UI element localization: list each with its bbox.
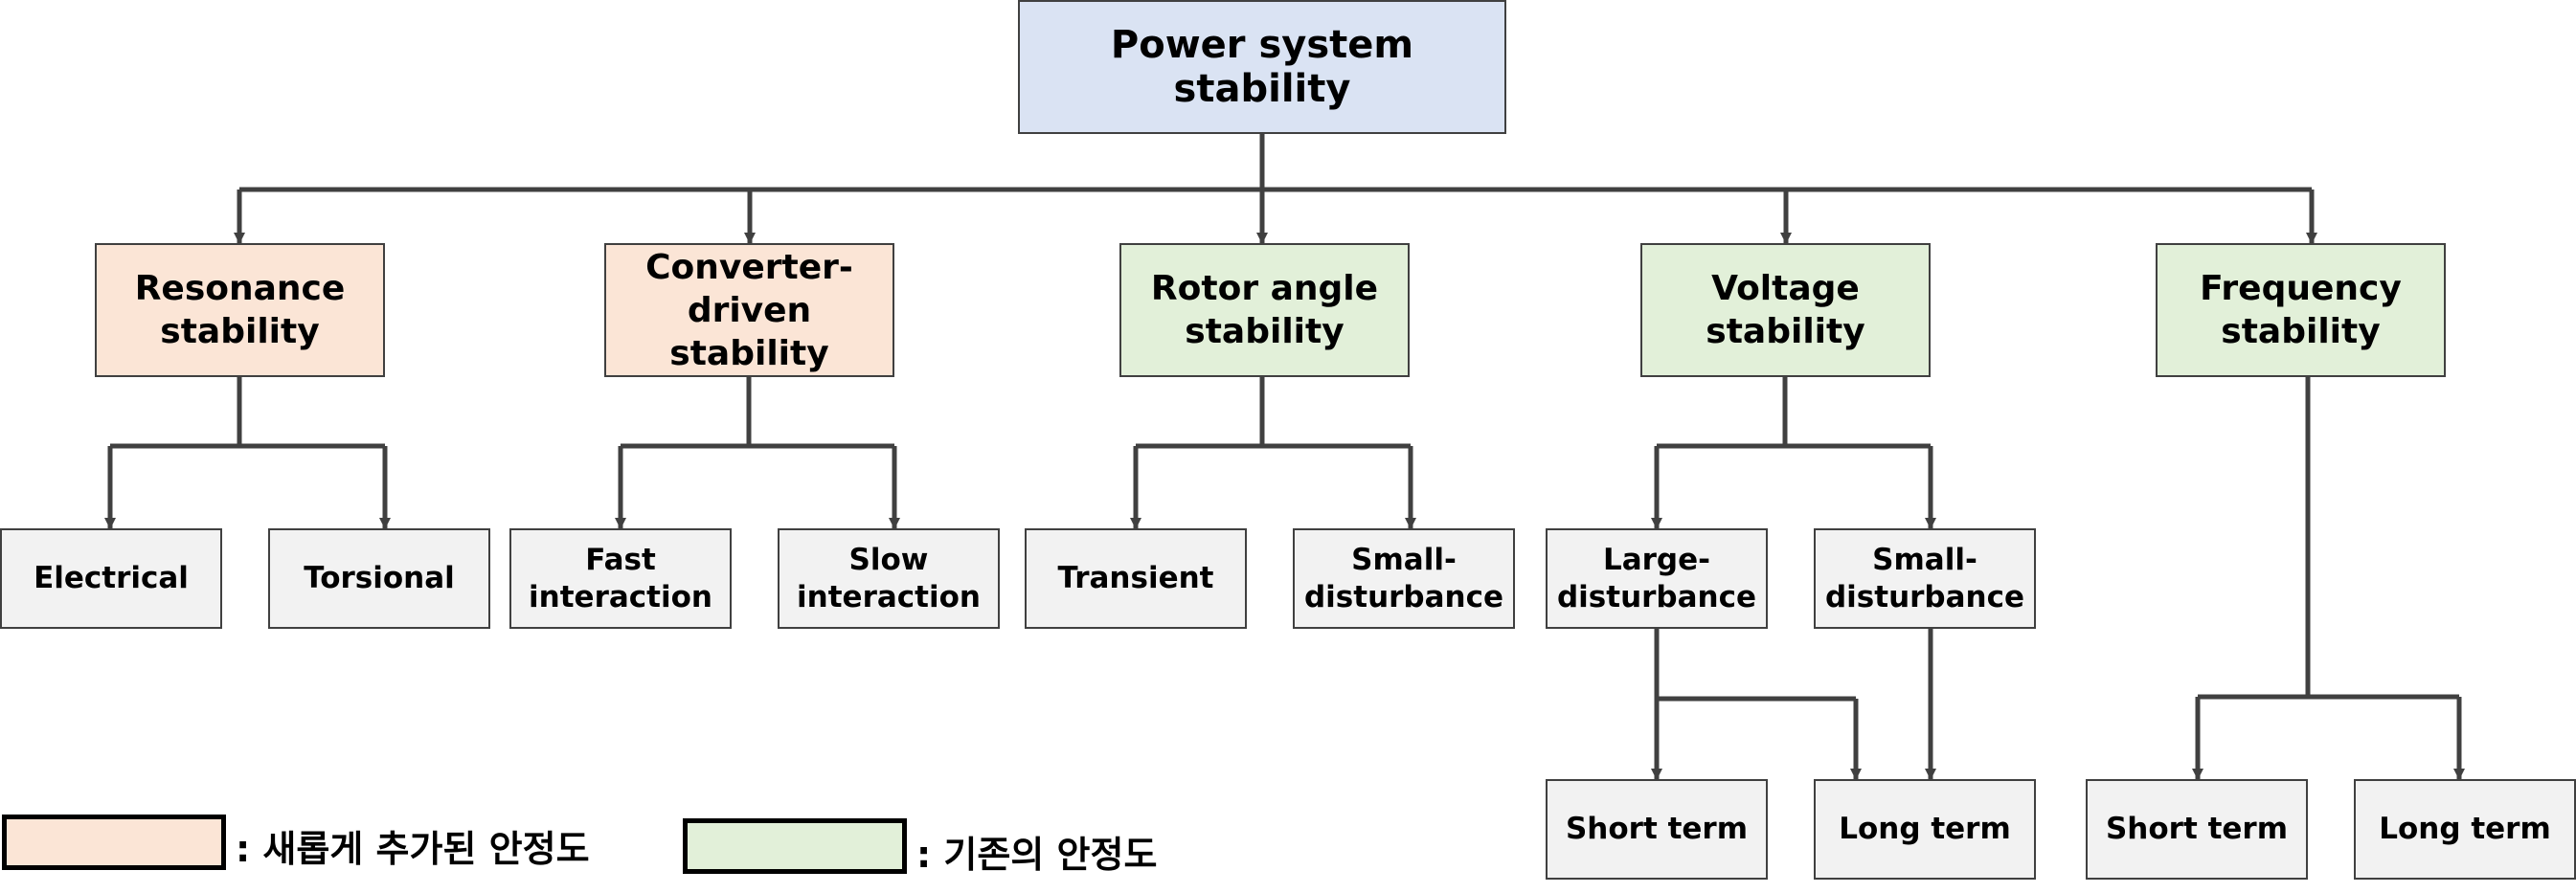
edge-resonance-branch: [110, 377, 385, 449]
node-electrical: Electrical: [0, 528, 222, 629]
legend-swatch-existing: [683, 818, 907, 874]
node-fast-interaction: Fast interaction: [509, 528, 732, 629]
node-converter-driven-stability: Converter- driven stability: [604, 243, 894, 377]
edge-voltage-branch: [1657, 377, 1931, 449]
legend-label-new: : 새롭게 추가된 안정도: [236, 828, 590, 870]
node-voltage-stability: Voltage stability: [1640, 243, 1931, 377]
edge-frequency-trunk: [2198, 377, 2459, 700]
edge-converter-branch: [621, 377, 894, 449]
node-slow-interaction: Slow interaction: [778, 528, 1000, 629]
node-frequency-short-term: Short term: [2086, 779, 2308, 880]
node-voltage-long-term: Long term: [1814, 779, 2036, 880]
node-voltage-short-term: Short term: [1546, 779, 1768, 880]
node-torsional: Torsional: [268, 528, 490, 629]
node-frequency-stability: Frequency stability: [2156, 243, 2446, 377]
legend-label-existing: : 기존의 안정도: [916, 834, 1158, 876]
node-frequency-long-term: Long term: [2354, 779, 2576, 880]
edge-large-trunk: [1654, 629, 1856, 702]
node-transient: Transient: [1025, 528, 1247, 629]
node-rotor-small-disturbance: Small- disturbance: [1293, 528, 1515, 629]
edge-rotor-branch: [1136, 377, 1411, 449]
legend-swatch-new: [2, 815, 226, 870]
node-resonance-stability: Resonance stability: [95, 243, 385, 377]
node-voltage-small-disturbance: Small- disturbance: [1814, 528, 2036, 629]
node-rotor-angle-stability: Rotor angle stability: [1119, 243, 1410, 377]
node-power-system-stability: Power system stability: [1018, 0, 1506, 134]
node-voltage-large-disturbance: Large- disturbance: [1546, 528, 1768, 629]
